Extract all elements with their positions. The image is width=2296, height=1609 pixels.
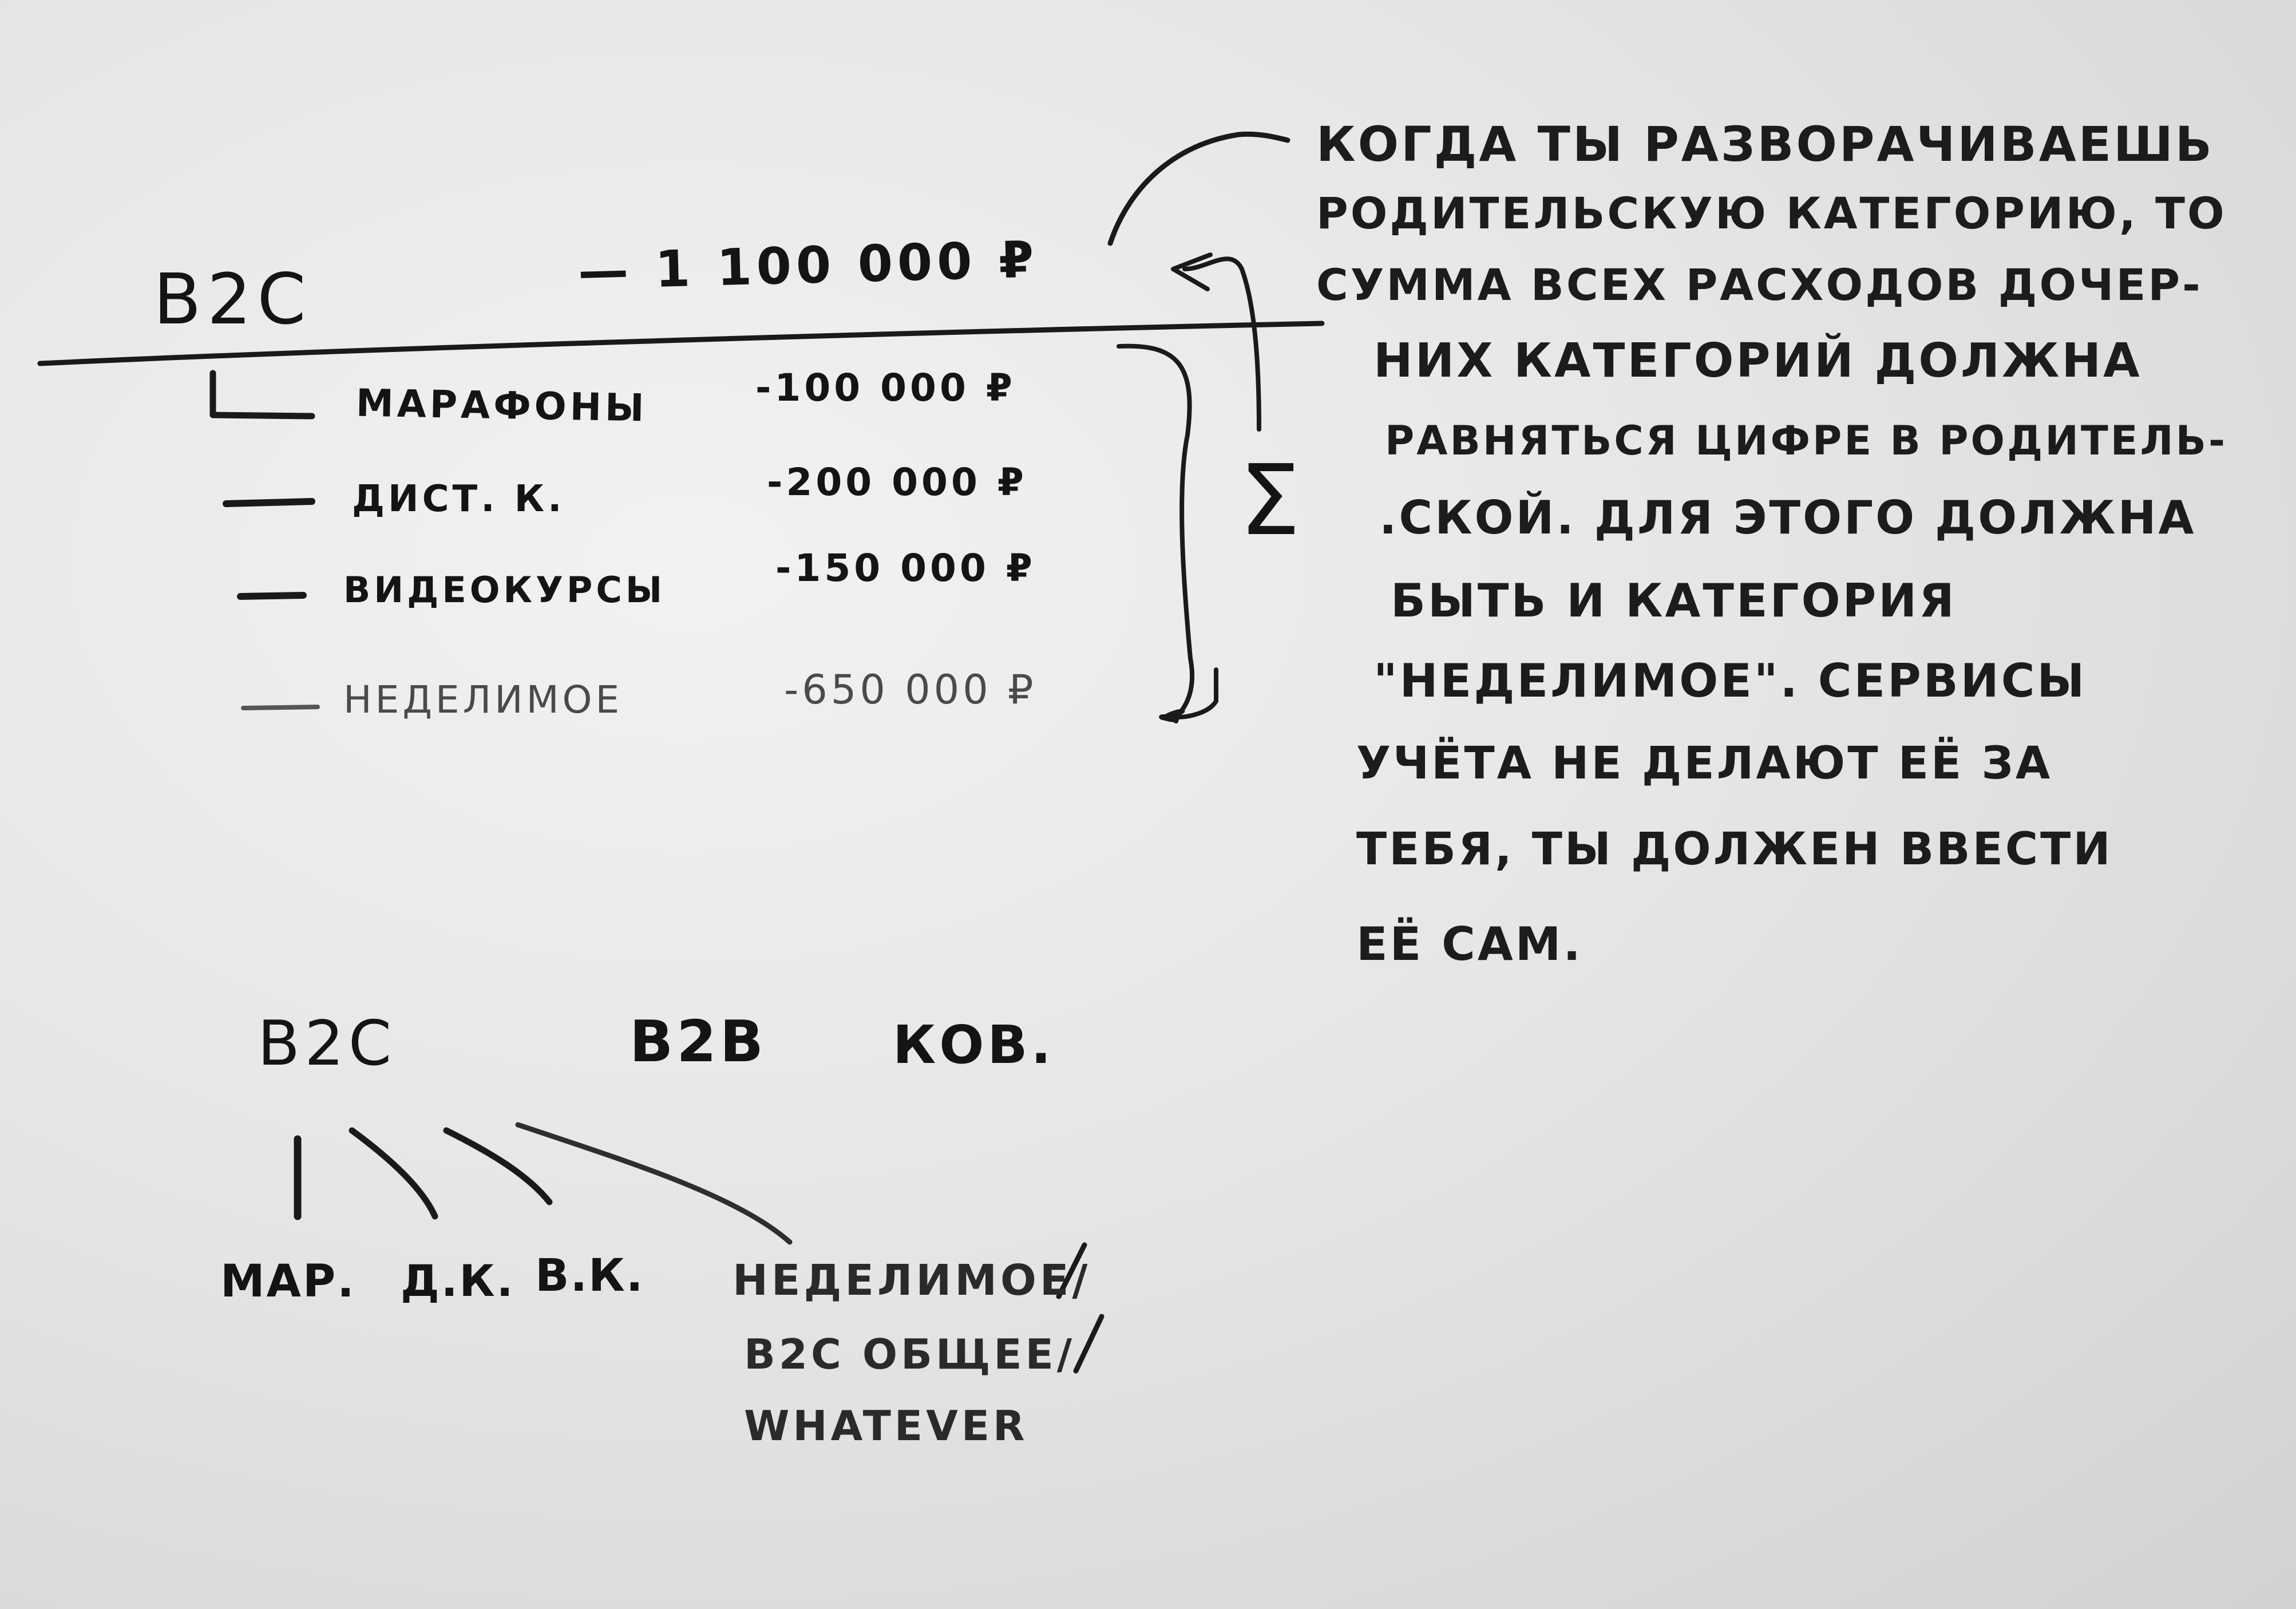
tree-root-other: Ков. (893, 1014, 1055, 1076)
tree-root-b2c: B2C (258, 1008, 397, 1080)
note-line: быть и категория (1391, 574, 1957, 627)
child-elbow (209, 370, 315, 420)
child-label-indivisible: неделимое (343, 678, 623, 722)
tree-leaf-marathons: Мар. (220, 1256, 356, 1307)
child-dash-2 (223, 498, 315, 507)
note-line: них категорий должна (1373, 334, 2142, 388)
child-label-marathons: марафоны (355, 381, 648, 430)
note-line: Когда ты разворачиваешь (1316, 116, 2214, 172)
branch-vk (443, 1127, 553, 1205)
child-label-distance-courses: дист. к. (352, 478, 565, 520)
note-connector (1107, 131, 1290, 246)
note-line: учёта не делают её за (1356, 738, 2053, 789)
slash-1 (1056, 1242, 1087, 1299)
note-line: сумма всех расходов дочер- (1316, 259, 2203, 310)
header-divider (37, 321, 1325, 366)
parent-category-amount: — 1 100 000 ₽ (577, 230, 1039, 301)
tree-leaf-video-courses: В.К. (535, 1250, 644, 1302)
sum-arrow (1182, 256, 1261, 432)
note-line: её сам. (1356, 918, 1583, 971)
sum-brace (1117, 343, 1195, 724)
note-line: равняться цифре в родитель- (1385, 417, 2228, 464)
note-line: тебя, ты должен ввести (1356, 824, 2113, 875)
child-label-video-courses: видеокурсы (343, 569, 666, 611)
child-dash-3 (237, 592, 307, 600)
tree-extra-b2c-general: B2C общее/ (744, 1330, 1076, 1378)
sum-sigma-symbol: Σ (1239, 444, 1304, 558)
tree-extra-indivisible: неделимое/ (733, 1256, 1091, 1305)
child-amount-marathons: -100 000 ₽ (755, 366, 1016, 410)
parent-category-label: B2C (153, 259, 312, 340)
child-amount-indivisible: -650 000 ₽ (784, 666, 1037, 713)
note-line: родительскую категорию, то (1316, 188, 2227, 239)
tree-extra-whatever: whatever (744, 1402, 1028, 1450)
slash-2 (1073, 1314, 1105, 1374)
note-line: "неделимое". Сервисы (1373, 654, 2087, 707)
child-dash-4 (241, 705, 320, 710)
sum-arrow-head (1171, 252, 1213, 291)
branch-extra (515, 1122, 793, 1245)
child-amount-distance-courses: -200 000 ₽ (767, 460, 1027, 504)
branch-dk (349, 1127, 438, 1220)
tree-root-b2b: B2B (630, 1008, 767, 1075)
note-line: .ской. Для этого должна (1379, 491, 2196, 544)
tree-leaf-distance-courses: Д.К. (401, 1255, 515, 1306)
child-amount-video-courses: -150 000 ₽ (775, 546, 1036, 590)
